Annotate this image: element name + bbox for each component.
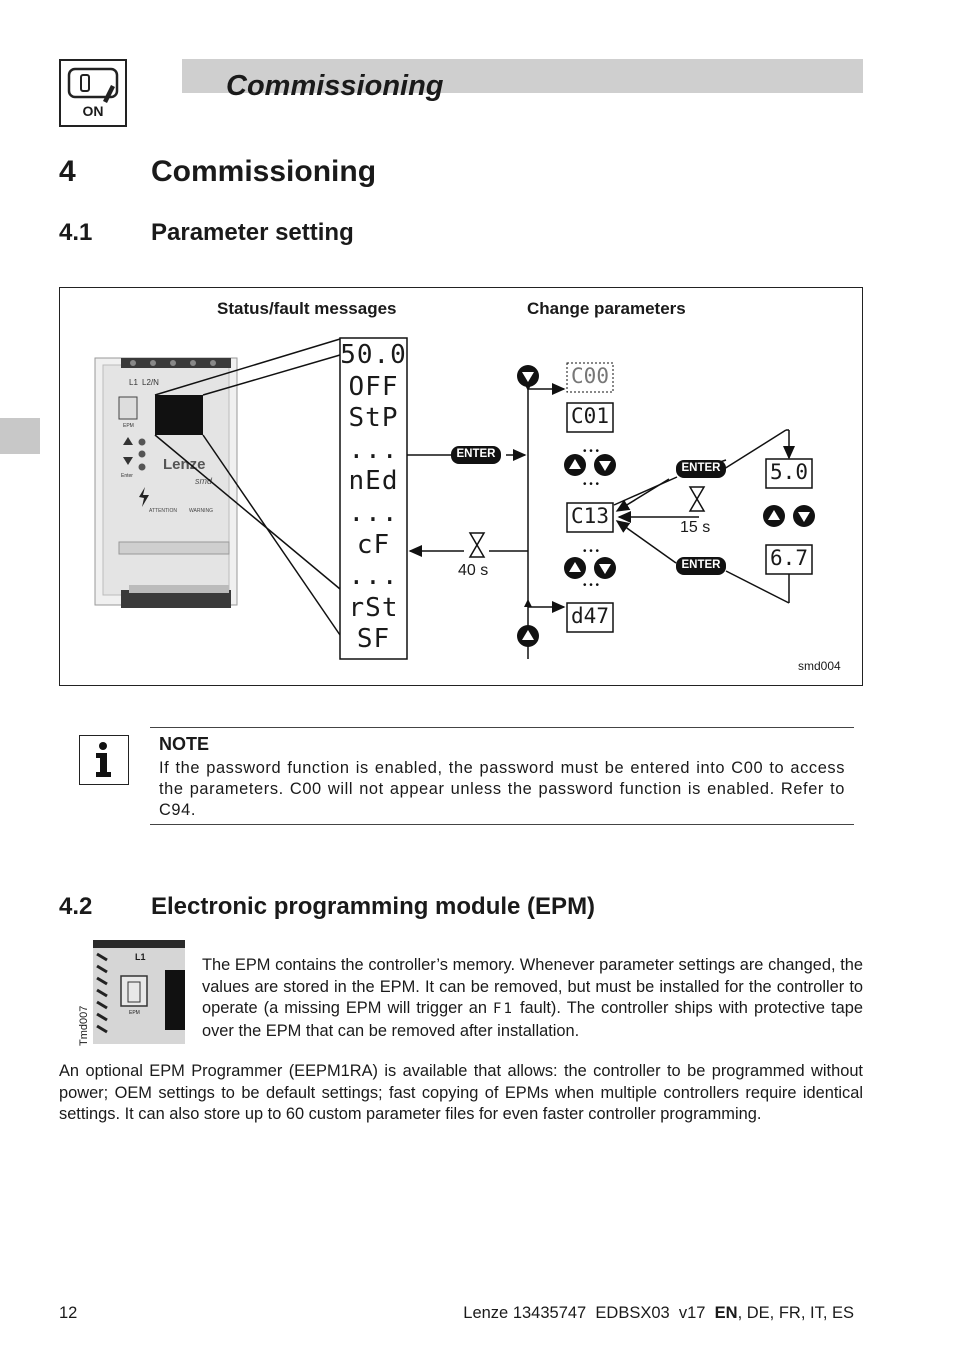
footer-doc-id: Lenze 13435747 EDBSX03 v17: [463, 1304, 715, 1322]
status-code: 50.0: [340, 340, 407, 370]
epm-photo-l1: L1: [135, 952, 146, 962]
info-icon: [79, 735, 129, 785]
section-42-title: Electronic programming module (EPM): [151, 893, 596, 920]
figure-drawing: L1 L2/N EPM Enter Lenze smd ATTENTION WA…: [94, 337, 815, 660]
status-code-panel: [339, 337, 408, 660]
epm-paragraph-2: An optional EPM Programmer (EEPM1RA) is …: [59, 1062, 863, 1123]
drive-model: smd: [195, 476, 213, 486]
drive-photo: [94, 357, 238, 608]
enter-badge: ENTER: [681, 462, 721, 474]
epm-photo: L1 EPM: [93, 940, 185, 1044]
status-code: ...: [348, 497, 399, 528]
status-code: OFF: [348, 371, 399, 402]
status-code: cF: [356, 529, 391, 560]
header-bar: [182, 59, 863, 93]
status-code: rSt: [348, 592, 399, 623]
parameter-setting-figure: [59, 287, 863, 686]
status-code: ...: [348, 561, 399, 592]
param-c00: C00: [571, 364, 609, 388]
status-code: StP: [348, 403, 399, 434]
page-number: 12: [59, 1304, 78, 1322]
drive-enter-key-label: Enter: [121, 473, 133, 479]
footer-lang-others: , DE, FR, IT, ES: [737, 1304, 854, 1322]
section-41-title: Parameter setting: [151, 219, 354, 246]
status-code: nEd: [348, 466, 399, 497]
epm-photo-epm-label: EPM: [129, 1010, 140, 1016]
section-41-number: 4.1: [59, 219, 93, 246]
drive-terminal-l1: L1: [129, 378, 138, 387]
enter-badge: ENTER: [681, 559, 721, 571]
note-title: NOTE: [159, 734, 210, 754]
enter-badge: ENTER: [456, 448, 496, 460]
svg-text:• • •: • • •: [583, 446, 600, 457]
svg-text:• • •: • • •: [583, 546, 600, 557]
figure-id: smd004: [798, 659, 841, 673]
value-5-0: 5.0: [770, 460, 808, 484]
chapter-tab: [0, 418, 40, 454]
footer-doc-info: Lenze 13435747 EDBSX03 v17 EN, DE, FR, I…: [463, 1304, 854, 1323]
svg-text:• • •: • • •: [583, 479, 600, 490]
change-parameters-label: Change parameters: [527, 299, 686, 318]
epm-paragraph-1-part-a: The EPM contains the controller’s memory…: [202, 956, 863, 1017]
param-c01: C01: [571, 404, 609, 428]
note-text: If the password function is enabled, the…: [159, 759, 845, 819]
footer-lang-current: EN: [714, 1304, 738, 1322]
value-6-7: 6.7: [770, 546, 808, 570]
timeout-15s: 15 s: [680, 519, 711, 536]
header-title: Commissioning: [226, 70, 444, 102]
drive-warning-label: WARNING: [189, 508, 213, 514]
svg-text:• • •: • • •: [583, 580, 600, 591]
section-4-number: 4: [59, 155, 76, 188]
status-code-list: 50.0 OFF StP ... nEd ... cF ... rSt SF: [340, 340, 407, 656]
note-top-rule: [150, 727, 854, 728]
param-c13: C13: [571, 504, 609, 528]
section-42-number: 4.2: [59, 893, 93, 920]
epm-image-id: Tmd007: [78, 1005, 90, 1046]
epm-paragraph-1: The EPM contains the controller’s memory…: [202, 955, 863, 1042]
drive-terminal-l2n: L2/N: [142, 378, 159, 387]
drive-epm-label: EPM: [123, 423, 134, 429]
on-switch-icon: ON: [59, 59, 127, 127]
section-4-title: Commissioning: [151, 155, 377, 188]
on-label: ON: [82, 103, 104, 119]
arrow-buttons: [517, 365, 815, 647]
fault-code: F1: [493, 1001, 514, 1017]
note-bottom-rule: [150, 824, 854, 825]
epm-paragraph-1-part-b: fault). The controller ships with protec…: [202, 999, 863, 1040]
param-d47: d47: [571, 604, 609, 628]
status-messages-label: Status/fault messages: [217, 299, 397, 318]
timeout-40s: 40 s: [458, 562, 489, 579]
status-code: SF: [356, 624, 391, 655]
status-code: ...: [348, 434, 399, 465]
drive-attention-label: ATTENTION: [149, 508, 177, 514]
